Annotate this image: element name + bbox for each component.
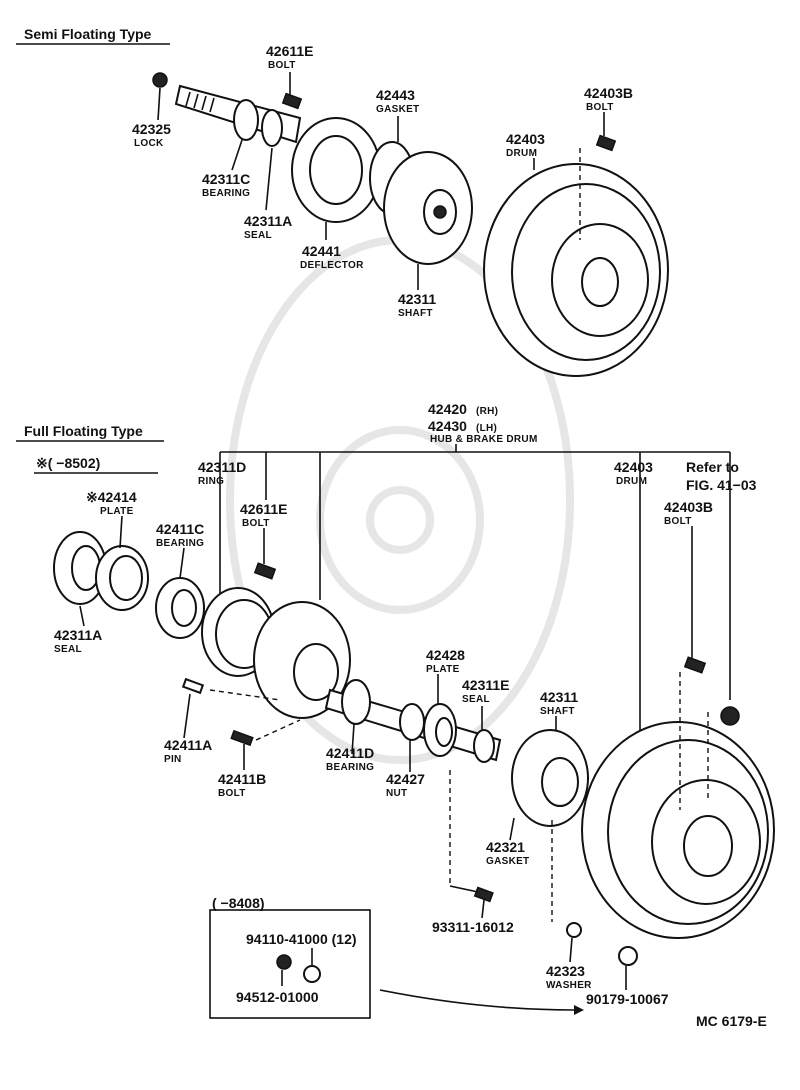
label-pn: 42403 xyxy=(506,131,545,147)
semi-drum-bolt xyxy=(595,134,617,152)
full-plate-42414 xyxy=(95,545,149,611)
label-name: BOLT xyxy=(218,788,246,799)
label-pn: 42403B xyxy=(664,499,713,515)
full-floating-title: Full Floating Type xyxy=(24,423,143,439)
label-name: SEAL xyxy=(244,230,272,241)
full-bolt-bottom xyxy=(473,886,494,903)
label-pn: 42311 xyxy=(540,689,578,705)
semi-brake-drum xyxy=(483,163,669,377)
full-nut xyxy=(399,703,425,741)
label-side: (LH) xyxy=(476,423,497,434)
label-pn: ※42414 xyxy=(86,489,137,505)
full-pin xyxy=(181,677,205,695)
label-pn: 42311A xyxy=(54,627,102,643)
label-pn: 42611E xyxy=(240,501,288,517)
full-brake-drum xyxy=(581,721,775,939)
label-name: HUB & BRAKE DRUM xyxy=(430,434,538,445)
label-pn: 42403 xyxy=(614,459,653,475)
full-plate-42428 xyxy=(423,703,457,757)
inset-arrow xyxy=(379,989,575,1011)
label-pn: 42420 xyxy=(428,401,467,417)
label-name: GASKET xyxy=(376,104,419,115)
inset-nut xyxy=(303,965,321,983)
inset-title: ( −8408) xyxy=(212,895,265,911)
label-name: SEAL xyxy=(54,644,82,655)
label-name: SHAFT xyxy=(398,308,433,319)
label-name: BEARING xyxy=(156,538,204,549)
refer-line2: FIG. 41−03 xyxy=(686,477,757,493)
label-name: BOLT xyxy=(586,102,614,113)
label-pn: 42311A xyxy=(244,213,292,229)
semi-floating-title: Semi Floating Type xyxy=(24,26,152,42)
semi-lock-ring xyxy=(152,72,168,88)
label-name: SHAFT xyxy=(540,706,575,717)
label-pn: 42428 xyxy=(426,647,465,663)
label-pn: 42311D xyxy=(198,459,246,475)
label-pn: 42441 xyxy=(302,243,341,259)
label-name: BEARING xyxy=(202,188,250,199)
full-seal-42311e xyxy=(473,729,495,763)
label-name: BOLT xyxy=(268,60,296,71)
label-pn: 90179-10067 xyxy=(586,991,669,1007)
label-name: WASHER xyxy=(546,980,592,991)
label-name: DRUM xyxy=(616,476,647,487)
label-name: DRUM xyxy=(506,148,537,159)
inset-box xyxy=(209,909,371,1019)
label-pn: 42311 xyxy=(398,291,436,307)
label-name: DEFLECTOR xyxy=(300,260,364,271)
label-pn: 42325 xyxy=(132,121,171,137)
figure-code: MC 6179-E xyxy=(696,1013,767,1029)
full-bolt-42611e xyxy=(253,562,277,580)
label-side: (RH) xyxy=(476,406,498,417)
full-bearing-d xyxy=(341,679,371,725)
inset-pn1: 94110-41000 (12) xyxy=(246,931,357,947)
full-shaft-flange xyxy=(511,729,589,827)
label-pn: 42321 xyxy=(486,839,525,855)
full-washer xyxy=(566,922,582,938)
label-name: PLATE xyxy=(100,506,134,517)
label-name: GASKET xyxy=(486,856,529,867)
refer-line1: Refer to xyxy=(686,459,739,475)
semi-seal xyxy=(261,109,283,147)
label-pn: 42611E xyxy=(266,43,314,59)
label-name: BEARING xyxy=(326,762,374,773)
semi-shaft-flange xyxy=(383,151,473,265)
semi-bearing xyxy=(233,99,259,141)
full-drum-nut xyxy=(720,706,740,726)
label-name: NUT xyxy=(386,788,407,799)
label-name: RING xyxy=(198,476,224,487)
full-nut-bottom xyxy=(618,946,638,966)
label-name: PIN xyxy=(164,754,182,765)
label-pn: 42411B xyxy=(218,771,266,787)
full-floating-note: ※( −8502) xyxy=(36,455,100,471)
label-pn: 93311-16012 xyxy=(432,919,514,935)
label-name: BOLT xyxy=(242,518,270,529)
label-name: LOCK xyxy=(134,138,164,149)
label-name: PLATE xyxy=(426,664,460,675)
label-pn: 42427 xyxy=(386,771,425,787)
label-pn: 42311E xyxy=(462,677,510,693)
label-pn: 42411A xyxy=(164,737,212,753)
label-pn: 42443 xyxy=(376,87,415,103)
full-bolt-42411b xyxy=(230,729,254,747)
label-pn: 42411C xyxy=(156,521,204,537)
label-pn: 42403B xyxy=(584,85,633,101)
full-hub-flange xyxy=(253,601,351,719)
full-seal xyxy=(53,531,107,605)
semi-bolt-42611e xyxy=(281,92,303,110)
full-bearing-c xyxy=(155,577,205,639)
inset-washer xyxy=(276,954,292,970)
label-name: SEAL xyxy=(462,694,490,705)
inset-pn2: 94512-01000 xyxy=(236,989,319,1005)
label-name: BOLT xyxy=(664,516,692,527)
label-pn: 42311C xyxy=(202,171,250,187)
label-pn: 42430 xyxy=(428,418,467,434)
full-drum-bolt xyxy=(683,656,707,674)
label-pn: 42323 xyxy=(546,963,585,979)
label-pn: 42411D xyxy=(326,745,374,761)
